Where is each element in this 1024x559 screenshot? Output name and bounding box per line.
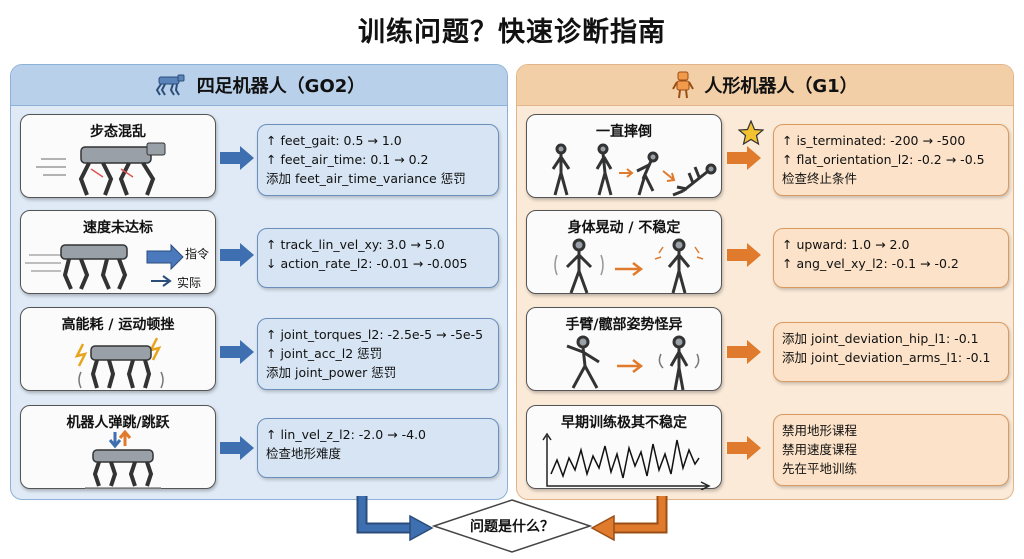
problem-card-posture: 手臂/髋部姿势怪异 — [526, 307, 722, 391]
solution-line: ↑ lin_vel_z_l2: -2.0 → -4.0 — [266, 427, 426, 442]
problem-card-bounce: 机器人弹跳/跳跃 — [20, 405, 216, 489]
messy-gait-robot-icon — [36, 142, 166, 196]
problem-title: 速度未达标 — [83, 220, 153, 236]
problem-title: 机器人弹跳/跳跃 — [66, 415, 170, 431]
solution-line: 添加 joint_power 惩罚 — [266, 365, 397, 380]
odd-posture-humanoid-icon — [566, 335, 700, 391]
orange-elbow-arrow-icon — [590, 496, 668, 542]
quadruped-header: 四足机器人（GO2） — [11, 65, 507, 106]
energy-robot-icon — [74, 337, 164, 389]
solution-box-speed: ↑ track_lin_vel_xy: 3.0 → 5.0 ↓ action_r… — [257, 228, 499, 288]
question-diamond: 问题是什么？ — [431, 498, 593, 554]
falling-humanoid-icon — [551, 143, 717, 197]
orange-arrow-icon — [727, 436, 761, 460]
solution-line: ↑ upward: 1.0 → 2.0 — [782, 237, 910, 252]
solution-line: 禁用地形课程 — [782, 423, 858, 438]
solution-line: 检查终止条件 — [782, 171, 858, 186]
problem-card-energy: 高能耗 / 运动顿挫 — [20, 307, 216, 391]
blue-elbow-arrow-icon — [356, 496, 434, 542]
solution-box-gait: ↑ feet_gait: 0.5 → 1.0 ↑ feet_air_time: … — [257, 124, 499, 196]
problem-card-falling: 一直摔倒 — [526, 114, 722, 198]
solution-line: 添加 feet_air_time_variance 惩罚 — [266, 171, 466, 186]
solution-line: ↑ is_terminated: -200 → -500 — [782, 133, 966, 148]
solution-line: 检查地形难度 — [266, 446, 342, 461]
solution-line: ↑ feet_gait: 0.5 → 1.0 — [266, 133, 402, 148]
solution-line: ↑ feet_air_time: 0.1 → 0.2 — [266, 152, 429, 167]
solution-line: ↑ track_lin_vel_xy: 3.0 → 5.0 — [266, 237, 445, 252]
solution-line: 禁用速度课程 — [782, 442, 858, 457]
problem-title: 手臂/髋部姿势怪异 — [565, 317, 683, 333]
humanoid-header: 人形机器人（G1） — [517, 65, 1013, 106]
solution-line: ↓ action_rate_l2: -0.01 → -0.005 — [266, 256, 468, 271]
solution-line: ↑ joint_acc_l2 惩罚 — [266, 346, 383, 361]
solution-line: 添加 joint_deviation_hip_l1: -0.1 — [782, 331, 979, 346]
solution-box-falling: ↑ is_terminated: -200 → -500 ↑ flat_orie… — [773, 124, 1009, 196]
solution-line: ↑ joint_torques_l2: -2.5e-5 → -5e-5 — [266, 327, 484, 342]
problem-title: 早期训练极其不稳定 — [561, 415, 687, 431]
solution-line: ↑ flat_orientation_l2: -0.2 → -0.5 — [782, 152, 985, 167]
problem-card-unstable: 身体晃动 / 不稳定 — [526, 210, 722, 294]
orange-arrow-icon — [727, 146, 761, 170]
solution-line: ↑ ang_vel_xy_l2: -0.1 → -0.2 — [782, 256, 959, 271]
orange-arrow-icon — [727, 243, 761, 267]
solution-box-energy: ↑ joint_torques_l2: -2.5e-5 → -5e-5 ↑ jo… — [257, 318, 499, 390]
quadruped-header-label: 四足机器人（GO2） — [196, 76, 366, 97]
humanoid-header-label: 人形机器人（G1） — [704, 76, 858, 97]
orange-arrow-icon — [727, 340, 761, 364]
problem-title: 步态混乱 — [90, 124, 146, 140]
quadruped-robot-icon — [155, 74, 185, 96]
actual-label: 实际 — [177, 276, 202, 290]
wobbling-humanoid-icon — [554, 238, 704, 294]
solution-box-bounce: ↑ lin_vel_z_l2: -2.0 → -4.0 检查地形难度 — [257, 418, 499, 478]
bouncing-robot-icon — [85, 430, 161, 489]
problem-title: 一直摔倒 — [596, 124, 652, 140]
command-label: 指令 — [185, 247, 210, 261]
question-label: 问题是什么？ — [470, 519, 554, 535]
unstable-curve-icon — [542, 432, 711, 490]
problem-card-gait: 步态混乱 — [20, 114, 216, 198]
solution-box-posture: 添加 joint_deviation_hip_l1: -0.1 添加 joint… — [773, 322, 1009, 382]
problem-card-early-training: 早期训练极其不稳定 — [526, 405, 722, 490]
problem-title: 高能耗 / 运动顿挫 — [61, 317, 175, 333]
solution-line: 添加 joint_deviation_arms_l1: -0.1 — [782, 350, 991, 365]
blue-arrow-icon — [220, 436, 254, 460]
blue-arrow-icon — [220, 146, 254, 170]
slow-robot-icon — [25, 243, 184, 290]
humanoid-robot-icon — [672, 71, 695, 99]
blue-arrow-icon — [220, 243, 254, 267]
solution-box-early-training: 禁用地形课程 禁用速度课程 先在平地训练 — [773, 414, 1009, 486]
diamond-shape — [431, 499, 593, 553]
problem-card-speed: 速度未达标 指令 实际 — [20, 210, 216, 294]
solution-line: 先在平地训练 — [782, 461, 858, 476]
problem-title: 身体晃动 / 不稳定 — [567, 220, 681, 236]
star-icon — [738, 120, 764, 146]
solution-box-unstable: ↑ upward: 1.0 → 2.0 ↑ ang_vel_xy_l2: -0.… — [773, 228, 1009, 288]
blue-arrow-icon — [220, 340, 254, 364]
page-title: 训练问题？快速诊断指南 — [358, 17, 666, 48]
